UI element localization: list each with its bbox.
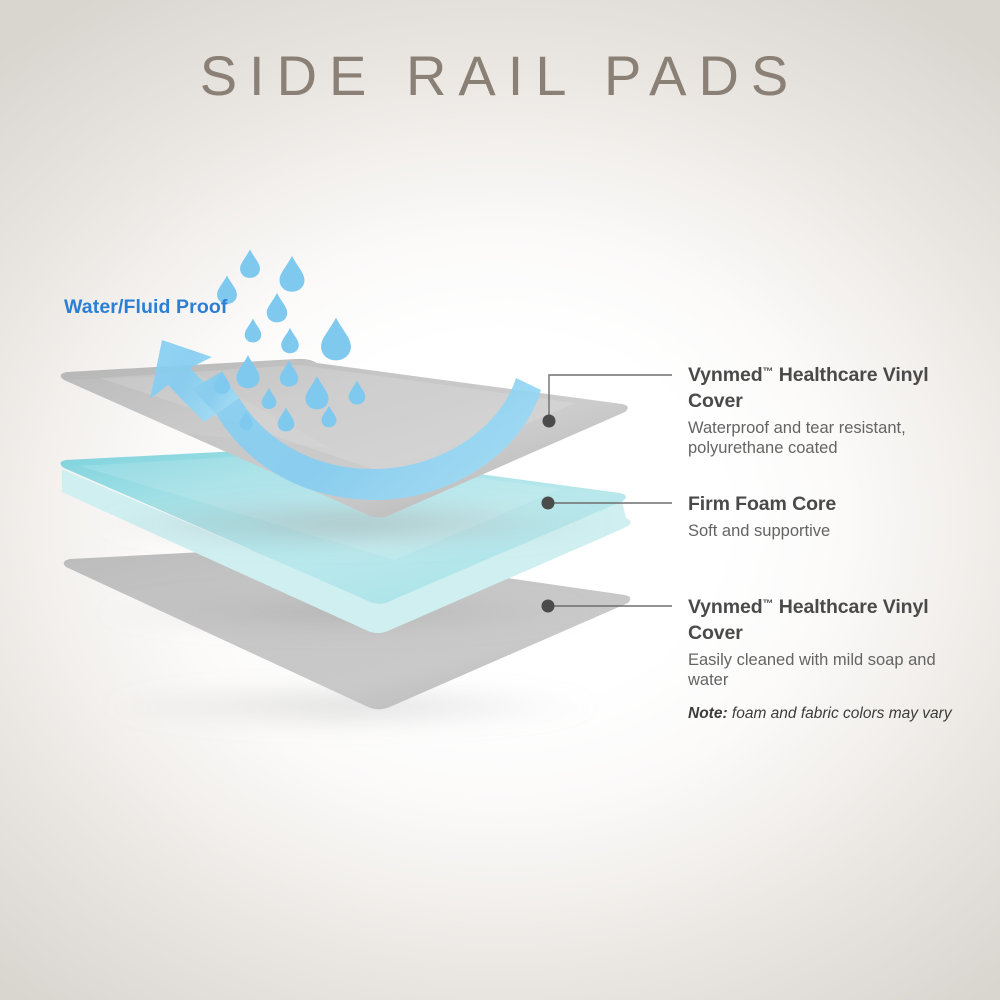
trademark-symbol-1: ™ <box>762 365 774 378</box>
water-droplets-icon <box>214 249 366 432</box>
callout-2-brand: Firm Foam Core <box>688 493 837 515</box>
callout-2-title: Firm Foam Core <box>688 492 978 518</box>
leader-line-1 <box>548 374 672 420</box>
note-text: foam and fabric colors may vary <box>727 705 952 722</box>
page-title: SIDE RAIL PADS <box>199 44 801 107</box>
callout-3-title-rest: Healthcare Vinyl Cover <box>688 596 929 644</box>
callout-foam-core: Firm Foam Core Soft and supportive <box>688 492 978 542</box>
trademark-symbol-3: ™ <box>762 597 774 610</box>
waterproof-label: Water/Fluid Proof <box>64 296 228 318</box>
callout-anchor-dots <box>541 414 556 613</box>
anchor-dot-3 <box>541 599 555 613</box>
note-label: Note: <box>688 705 728 722</box>
anchor-dot-1 <box>542 414 556 428</box>
callout-3-description: Easily cleaned with mild soap and water <box>688 650 936 690</box>
callout-top-vinyl-cover: Vynmed™ Healthcare Vinyl Cover Waterproo… <box>688 363 978 459</box>
anchor-dot-2 <box>541 496 555 510</box>
callout-2-description: Soft and supportive <box>688 521 831 540</box>
callout-bottom-vinyl-cover: Vynmed™ Healthcare Vinyl Cover Easily cl… <box>688 595 978 691</box>
layer-top-vinyl-cover <box>60 358 628 550</box>
callout-3-title: Vynmed™ Healthcare Vinyl Cover <box>688 595 978 647</box>
callout-3-brand: Vynmed <box>688 596 763 618</box>
callout-1-brand: Vynmed <box>688 364 763 386</box>
callout-1-description: Waterproof and tear resistant, polyureth… <box>688 418 906 458</box>
callout-leader-lines <box>548 374 672 607</box>
callout-1-title-rest: Healthcare Vinyl Cover <box>688 364 929 412</box>
color-variance-note: Note: foam and fabric colors may vary <box>688 705 988 723</box>
callout-1-title: Vynmed™ Healthcare Vinyl Cover <box>688 363 978 415</box>
